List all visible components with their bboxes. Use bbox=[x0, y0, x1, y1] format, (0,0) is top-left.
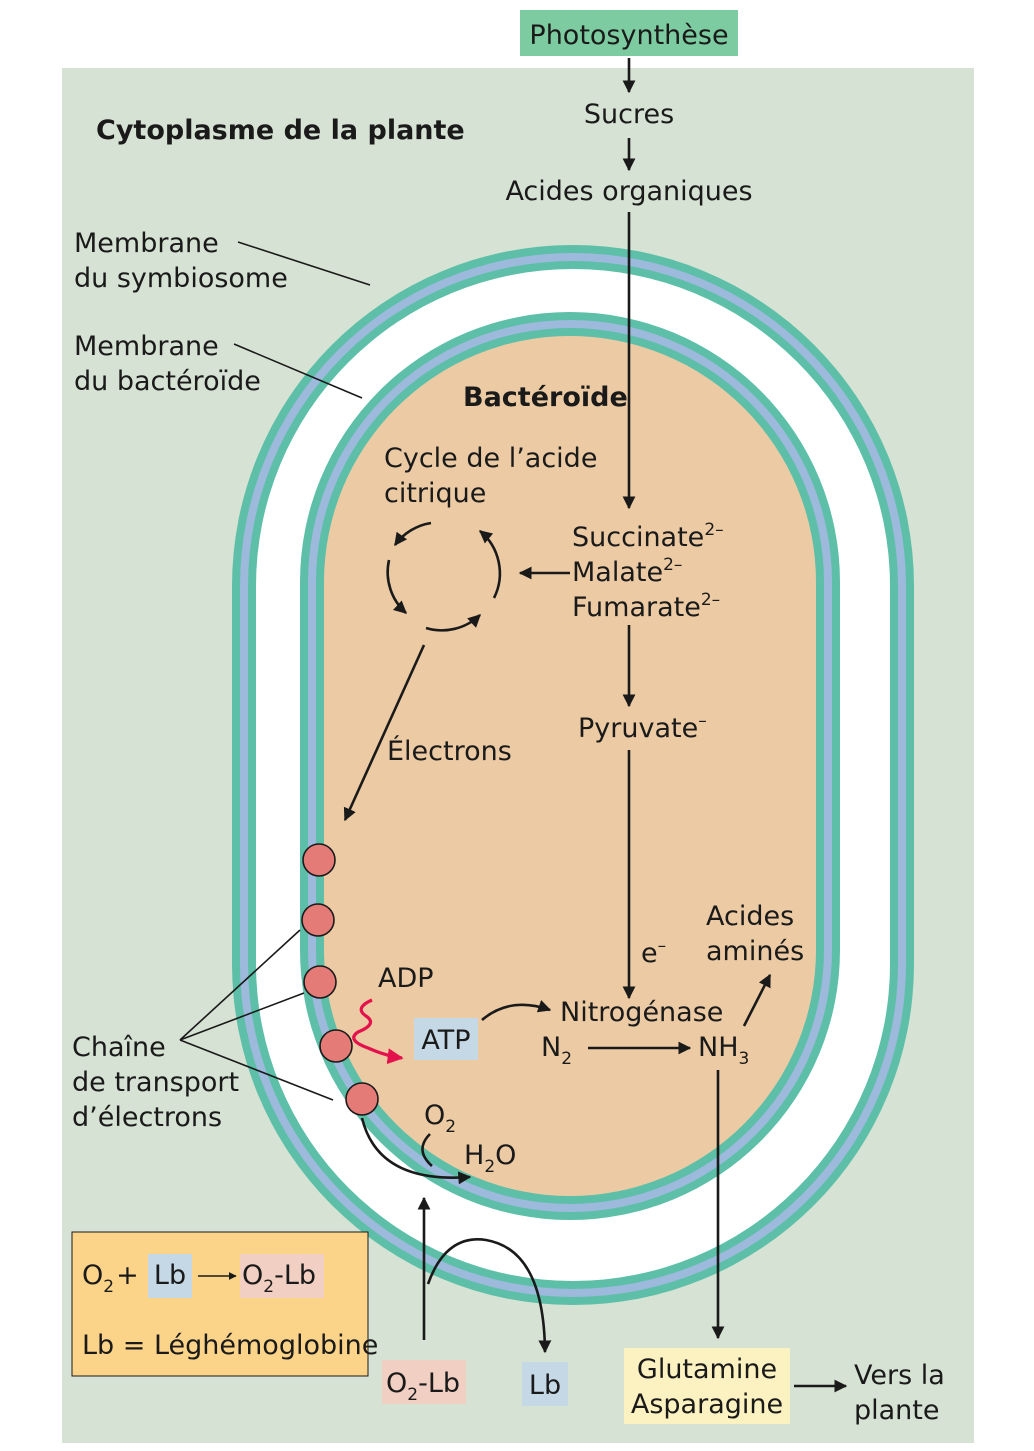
legend-o2lb-box bbox=[240, 1254, 324, 1298]
amino-acids-label-2: aminés bbox=[706, 936, 804, 967]
adp-label: ADP bbox=[378, 963, 434, 994]
nh3-label: NH3 bbox=[698, 1032, 749, 1069]
o2lb-box bbox=[382, 1360, 466, 1404]
etc-protein-1 bbox=[302, 843, 336, 877]
organic-acids-label: Acides organiques bbox=[505, 176, 752, 207]
etc-protein-4 bbox=[319, 1029, 353, 1063]
lb-box bbox=[522, 1362, 568, 1406]
products-box bbox=[624, 1348, 790, 1424]
legend-lb-box bbox=[148, 1254, 192, 1298]
h2o-label: H2O bbox=[464, 1140, 516, 1177]
fumarate-label: Fumarate2– bbox=[572, 590, 720, 623]
destination-label-1: Vers la bbox=[854, 1360, 945, 1391]
cytoplasm-title: Cytoplasme de la plante bbox=[96, 115, 465, 146]
etc-label-2: de transport bbox=[72, 1067, 239, 1098]
etc-protein-5 bbox=[345, 1082, 379, 1116]
amino-acids-label-1: Acides bbox=[706, 901, 794, 932]
symbiosome-membrane-label-1: Membrane bbox=[74, 228, 219, 259]
electrons-label: Électrons bbox=[387, 735, 512, 767]
photosynthesis-label: Photosynthèse bbox=[529, 20, 728, 51]
electron-transport-chain bbox=[301, 843, 379, 1116]
legend-box: O2+ Lb O2-Lb Lb = Léghémoglobine bbox=[71, 1231, 378, 1377]
bacteroid-membrane-label-2: du bactéroïde bbox=[74, 366, 261, 397]
pyruvate-label: Pyruvate– bbox=[578, 711, 707, 744]
etc-label-3: d’électrons bbox=[72, 1102, 222, 1133]
glutamine-label: Glutamine bbox=[637, 1354, 777, 1385]
nitrogenase-label: Nitrogénase bbox=[560, 997, 723, 1028]
legend-o2: O2+ bbox=[82, 1260, 139, 1297]
malate-label: Malate2– bbox=[572, 555, 682, 588]
citric-cycle-icon bbox=[386, 521, 502, 632]
citric-cycle-label-1: Cycle de l’acide bbox=[384, 443, 597, 474]
n2-label: N2 bbox=[541, 1032, 572, 1069]
legend-lb: Lb bbox=[154, 1260, 186, 1291]
bacteroid-title: Bactéroïde bbox=[463, 382, 628, 413]
etc-protein-2 bbox=[301, 903, 335, 937]
legend-o2lb: O2-Lb bbox=[242, 1260, 316, 1297]
bacteroid-membrane-label-1: Membrane bbox=[74, 331, 219, 362]
o2-label: O2 bbox=[424, 1100, 456, 1137]
lb-label: Lb bbox=[529, 1370, 561, 1401]
legend-definition: Lb = Léghémoglobine bbox=[82, 1330, 378, 1361]
atp-box bbox=[414, 1018, 478, 1060]
symbiosome-membrane-label-2: du symbiosome bbox=[74, 263, 288, 294]
etc-label-1: Chaîne bbox=[72, 1032, 166, 1063]
citric-cycle-label-2: citrique bbox=[384, 478, 486, 509]
atp-label: ATP bbox=[421, 1025, 470, 1056]
sugars-label: Sucres bbox=[584, 99, 674, 130]
photosynthesis-box bbox=[520, 10, 738, 56]
bacteroid bbox=[300, 312, 840, 1220]
etc-protein-3 bbox=[303, 965, 337, 999]
destination-label-2: plante bbox=[854, 1395, 940, 1426]
o2lb-label: O2-Lb bbox=[386, 1368, 460, 1405]
electron-symbol: e– bbox=[641, 936, 666, 969]
succinate-label: Succinate2– bbox=[572, 520, 724, 553]
adp-to-atp-arrow bbox=[352, 998, 404, 1065]
asparagine-label: Asparagine bbox=[631, 1389, 783, 1420]
